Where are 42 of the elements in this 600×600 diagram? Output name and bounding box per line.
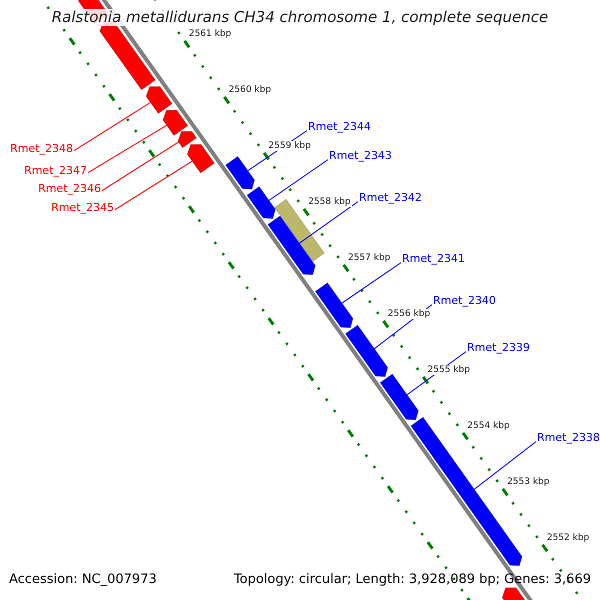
leader-line [268, 159, 328, 201]
scale-label: 2557 kbp [346, 253, 392, 264]
scale-label: 2552 kbp [546, 533, 590, 544]
gene-segment [146, 86, 173, 114]
gene-label: Rmet_2345 [51, 202, 114, 215]
gene-label: Rmet_2346 [38, 183, 101, 196]
gene-label: Rmet_2344 [308, 121, 371, 134]
leader-line [342, 262, 402, 304]
gene-segment [314, 282, 354, 328]
leader-line [88, 124, 168, 174]
leader-line [102, 142, 180, 192]
leader-line [298, 201, 358, 244]
gene-segment [380, 374, 419, 420]
gene-label: Rmet_2348 [10, 143, 73, 156]
gene-segment [186, 144, 215, 174]
scale-label: 2556 kbp [386, 309, 432, 320]
gene-label: Rmet_2338 [537, 432, 600, 445]
gene-label: Rmet_2340 [433, 295, 496, 308]
scale-label: 2554 kbp [466, 421, 511, 432]
scale-label: 2553 kbp [506, 477, 550, 488]
gene-segment [225, 156, 255, 190]
leader-line [114, 160, 193, 210]
scale-label: 2555 kbp [426, 365, 471, 376]
gene-segment [178, 131, 197, 148]
gene-label: Rmet_2339 [467, 342, 530, 355]
gene-segment [162, 110, 188, 136]
gene-label: Rmet_2343 [329, 150, 392, 163]
scale-label: 2561 kbp [188, 29, 232, 40]
leader-line [74, 102, 151, 152]
accession-text: Accession: NC_007973 [9, 573, 157, 588]
genome-info-text: Topology: circular; Length: 3,928,089 bp; Genes: 3,669 [234, 573, 591, 588]
scale-label: 2559 kbp [267, 141, 312, 152]
title: Ralstonia metallidurans CH34 chromosome 1, complete sequence [50, 9, 550, 26]
gene-label: Rmet_2342 [359, 192, 422, 205]
scale-label: 2560 kbp [228, 85, 272, 96]
gene-segment [344, 324, 388, 377]
scale-label: 2558 kbp [307, 197, 352, 208]
gene-label: Rmet_2341 [402, 253, 465, 266]
gene-segment [246, 186, 276, 219]
gene-label: Rmet_2347 [24, 165, 87, 178]
leader-line [474, 441, 536, 490]
gene-segment [267, 215, 316, 276]
